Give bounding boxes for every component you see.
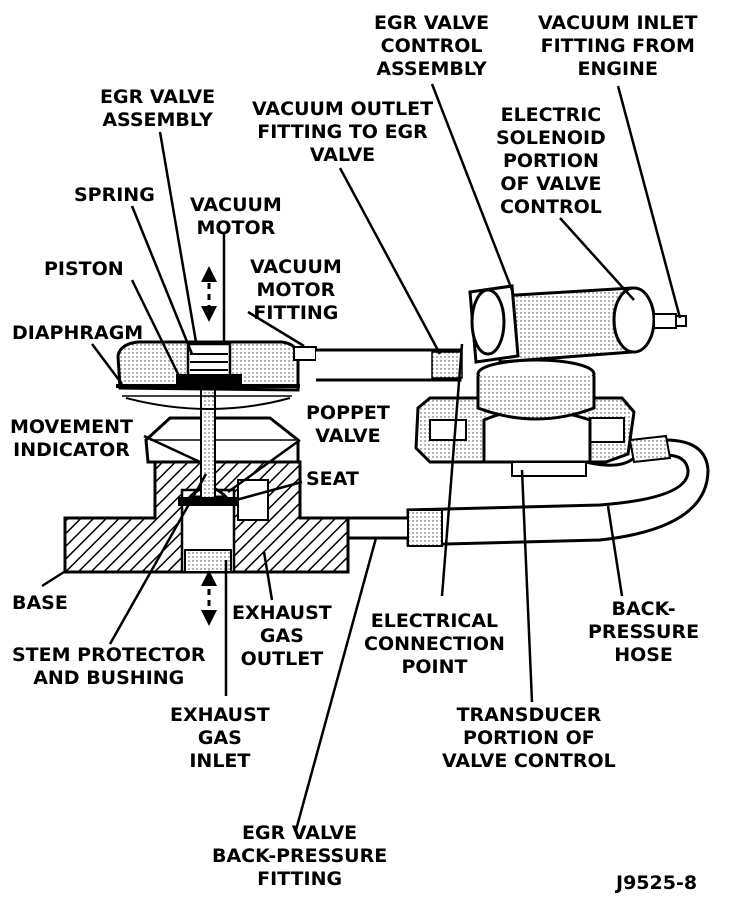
label-stem-protector: STEM PROTECTOR AND BUSHING: [12, 644, 206, 689]
leader-back-pressure-hose: [606, 505, 624, 597]
label-poppet-valve: POPPET VALVE: [306, 402, 390, 447]
leader-base: [41, 570, 65, 588]
label-back-pressure-hose: BACK- PRESSURE HOSE: [588, 598, 700, 666]
leader-electrical-connection: [440, 343, 464, 597]
leader-poppet-valve: [227, 438, 301, 494]
leader-diaphragm: [91, 343, 123, 385]
leader-control-assembly: [430, 83, 514, 291]
label-egr-back-pressure-fitting: EGR VALVE BACK-PRESSURE FITTING: [212, 822, 388, 890]
label-seat: SEAT: [306, 468, 359, 490]
leader-vacuum-inlet: [616, 85, 682, 319]
figure-id: J9525-8: [616, 872, 698, 894]
label-egr-valve-control-assembly: EGR VALVE CONTROL ASSEMBLY: [374, 12, 490, 80]
label-vacuum-outlet-fitting: VACUUM OUTLET FITTING TO EGR VALVE: [252, 98, 434, 166]
label-exhaust-gas-outlet: EXHAUST GAS OUTLET: [232, 602, 332, 670]
label-vacuum-inlet-fitting: VACUUM INLET FITTING FROM ENGINE: [538, 12, 698, 80]
leader-solenoid: [559, 217, 635, 301]
label-spring: SPRING: [74, 184, 155, 206]
label-diaphragm: DIAPHRAGM: [12, 322, 144, 344]
label-vacuum-motor-fitting: VACUUM MOTOR FITTING: [250, 256, 342, 324]
leader-vacuum-motor-fitting: [247, 310, 305, 348]
label-base: BASE: [12, 592, 68, 614]
label-exhaust-gas-inlet: EXHAUST GAS INLET: [170, 704, 270, 772]
leader-egr-valve-assembly: [158, 131, 198, 343]
leader-back-pressure-fitting: [294, 537, 378, 831]
back-pressure-hose: [348, 434, 710, 547]
leader-stem-protector: [108, 473, 208, 645]
label-vacuum-motor: VACUUM MOTOR: [190, 194, 282, 239]
diaphragm-housing: [116, 340, 317, 410]
label-piston: PISTON: [44, 258, 124, 280]
label-electrical-connection-point: ELECTRICAL CONNECTION POINT: [364, 610, 505, 678]
label-transducer: TRANSDUCER PORTION OF VALVE CONTROL: [442, 704, 616, 772]
leader-movement-indicator: [143, 434, 201, 464]
leader-lines: [41, 83, 682, 831]
movement-arrows: [201, 266, 217, 626]
leader-piston: [130, 279, 182, 379]
leader-spring: [130, 205, 194, 355]
label-egr-valve-assembly: EGR VALVE ASSEMBLY: [100, 86, 216, 131]
label-electric-solenoid: ELECTRIC SOLENOID PORTION OF VALVE CONTR…: [496, 104, 606, 218]
control-assembly: [414, 284, 687, 477]
leader-transducer: [520, 469, 534, 703]
vacuum-tube: [316, 348, 463, 382]
leader-exhaust-outlet: [262, 551, 274, 601]
leader-vacuum-outlet: [338, 167, 442, 355]
leader-seat: [235, 480, 303, 502]
label-movement-indicator: MOVEMENT INDICATOR: [10, 416, 133, 461]
